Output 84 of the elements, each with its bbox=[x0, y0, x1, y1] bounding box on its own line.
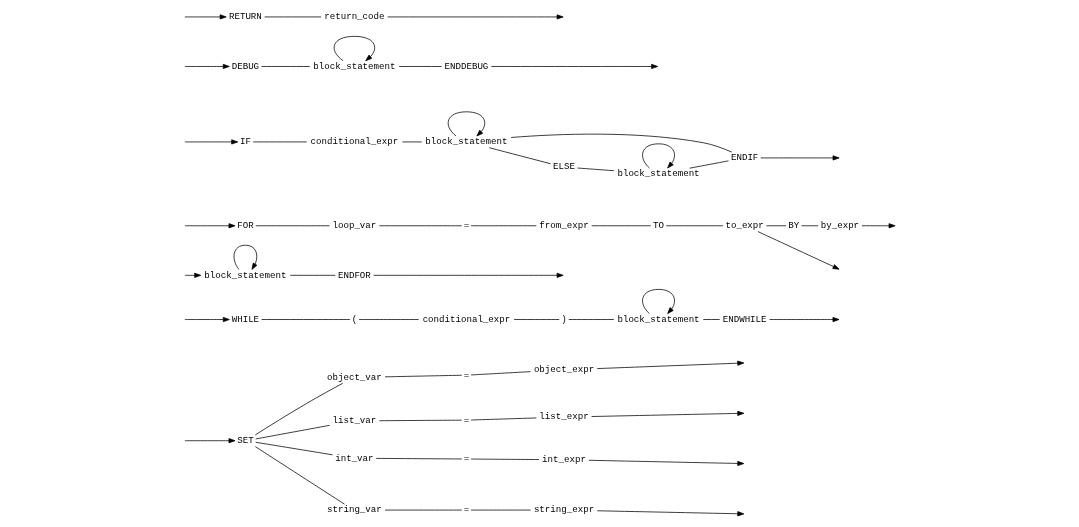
node-text: BY bbox=[787, 220, 799, 232]
node-text: int_var bbox=[334, 452, 374, 464]
arrow bbox=[588, 459, 744, 466]
node-text: ENDFOR bbox=[337, 269, 371, 281]
connector bbox=[358, 319, 419, 320]
arrow bbox=[184, 14, 227, 20]
arrow bbox=[768, 317, 839, 323]
connector bbox=[378, 419, 462, 422]
arrow bbox=[596, 360, 744, 369]
node-text: = bbox=[463, 369, 469, 381]
node-text: ) bbox=[560, 313, 567, 325]
node-text: object_expr bbox=[533, 364, 594, 376]
node-text: ENDDEBUG bbox=[444, 60, 488, 72]
connector bbox=[398, 66, 442, 67]
node-text: ENDIF bbox=[730, 152, 758, 164]
arrow bbox=[386, 14, 564, 20]
arrow bbox=[447, 111, 485, 137]
arrow bbox=[490, 63, 658, 69]
arrow bbox=[641, 143, 675, 169]
node-text: = bbox=[463, 414, 469, 426]
node-text: to_expr bbox=[724, 220, 764, 232]
arrow bbox=[333, 36, 375, 62]
node-text: conditional_expr bbox=[310, 136, 398, 148]
arrow bbox=[372, 272, 564, 278]
connector bbox=[384, 374, 462, 378]
connector bbox=[510, 133, 732, 153]
node-text: DEBUG bbox=[231, 60, 259, 72]
node-text: WHILE bbox=[231, 313, 259, 325]
node-text: FOR bbox=[236, 220, 254, 232]
arrow bbox=[184, 438, 235, 444]
node-text: list_expr bbox=[538, 411, 589, 423]
arrow bbox=[233, 244, 257, 270]
connector bbox=[470, 458, 539, 460]
arrow bbox=[596, 510, 744, 517]
connector bbox=[702, 319, 720, 320]
node-text: object_var bbox=[326, 371, 382, 383]
node-text: string_var bbox=[326, 504, 382, 516]
arrow bbox=[861, 223, 895, 229]
node-text: IF bbox=[239, 136, 251, 148]
node-text: list_var bbox=[332, 415, 376, 427]
node-text: by_expr bbox=[820, 220, 859, 232]
connector bbox=[513, 319, 560, 320]
node-text: block_statement bbox=[203, 269, 286, 281]
connector bbox=[688, 160, 729, 169]
connector bbox=[254, 382, 343, 436]
node-text: ( bbox=[351, 313, 357, 325]
connector bbox=[254, 446, 345, 505]
arrow bbox=[641, 289, 675, 314]
node-text: block_statement bbox=[424, 136, 508, 148]
arrow bbox=[590, 410, 744, 417]
connector bbox=[260, 66, 310, 67]
arrow bbox=[184, 317, 230, 323]
arrow bbox=[184, 223, 235, 229]
node-text: conditional_expr bbox=[422, 313, 510, 325]
node-text: block_statement bbox=[616, 313, 700, 325]
connector bbox=[488, 147, 551, 165]
node-text: return_code bbox=[323, 11, 385, 23]
node-text: ENDWHILE bbox=[722, 313, 767, 325]
node-text: RETURN bbox=[228, 11, 262, 23]
node-text: string_expr bbox=[533, 504, 594, 516]
connector bbox=[254, 441, 333, 456]
node-text: = bbox=[463, 504, 469, 516]
arrow bbox=[184, 63, 230, 69]
arrow bbox=[184, 272, 201, 278]
connector bbox=[567, 319, 614, 320]
node-text: ELSE bbox=[552, 161, 575, 173]
connector bbox=[254, 424, 330, 440]
connector bbox=[375, 458, 462, 460]
node-text: SET bbox=[236, 435, 254, 447]
node-text: int_expr bbox=[541, 454, 586, 466]
connector bbox=[260, 319, 350, 320]
connector bbox=[470, 417, 537, 421]
node-text: TO bbox=[652, 220, 664, 232]
node-text: from_expr bbox=[538, 220, 589, 232]
node-text: block_statement bbox=[312, 60, 395, 72]
node-text: block_statement bbox=[616, 168, 700, 180]
node-text: = bbox=[463, 220, 469, 232]
arrow bbox=[759, 155, 839, 161]
node-text: loop_var bbox=[332, 220, 376, 232]
connector bbox=[576, 167, 614, 172]
connector bbox=[470, 371, 531, 376]
node-text: = bbox=[463, 453, 469, 465]
arrow bbox=[757, 231, 839, 270]
arrow bbox=[184, 139, 238, 145]
